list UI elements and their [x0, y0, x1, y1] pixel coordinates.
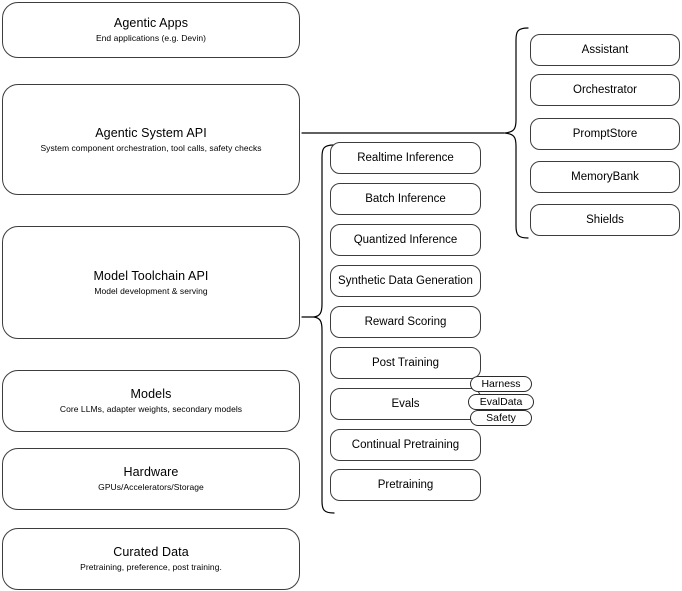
capability-label: Continual Pretraining — [351, 439, 460, 451]
eval-chip-evaldata[interactable]: EvalData — [468, 394, 534, 410]
layer-subtitle: End applications (e.g. Devin) — [95, 33, 207, 43]
component-box-assistant[interactable]: Assistant — [530, 34, 680, 66]
layer-subtitle: System component orchestration, tool cal… — [40, 142, 262, 153]
eval-chip-harness[interactable]: Harness — [470, 376, 532, 392]
capability-box-batch-inference[interactable]: Batch Inference — [330, 183, 481, 215]
capability-label: Post Training — [371, 357, 440, 369]
component-label: Shields — [586, 214, 624, 226]
capability-box-post-training[interactable]: Post Training — [330, 347, 481, 379]
layer-title: Hardware — [123, 465, 179, 479]
capability-label: Evals — [391, 398, 420, 410]
component-box-memorybank[interactable]: MemoryBank — [530, 161, 680, 193]
capability-box-synthetic-data-generation[interactable]: Synthetic Data Generation — [330, 265, 481, 297]
right-curly-brace — [504, 27, 529, 239]
capability-box-realtime-inference[interactable]: Realtime Inference — [330, 142, 481, 174]
layer-title: Curated Data — [113, 545, 189, 559]
component-box-shields[interactable]: Shields — [530, 204, 680, 236]
capability-label: Quantized Inference — [353, 234, 458, 246]
capability-box-continual-pretraining[interactable]: Continual Pretraining — [330, 429, 481, 461]
component-box-promptstore[interactable]: PromptStore — [530, 118, 680, 150]
capability-box-quantized-inference[interactable]: Quantized Inference — [330, 224, 481, 256]
layer-title: Model Toolchain API — [93, 268, 209, 283]
capability-label: Reward Scoring — [364, 316, 447, 328]
component-label: MemoryBank — [571, 171, 639, 183]
component-label: Orchestrator — [573, 84, 637, 96]
layer-subtitle: Core LLMs, adapter weights, secondary mo… — [59, 404, 243, 414]
connector-system-api-to-components — [300, 20, 532, 250]
component-label: Assistant — [581, 44, 629, 56]
layer-title: Agentic Apps — [113, 16, 189, 30]
component-box-orchestrator[interactable]: Orchestrator — [530, 74, 680, 106]
capability-label: Batch Inference — [365, 193, 446, 205]
layer-title: Models — [130, 387, 172, 401]
component-label: PromptStore — [572, 128, 638, 140]
layer-box-hardware[interactable]: Hardware GPUs/Accelerators/Storage — [2, 448, 300, 510]
layer-subtitle: GPUs/Accelerators/Storage — [98, 482, 204, 492]
layer-box-models[interactable]: Models Core LLMs, adapter weights, secon… — [2, 370, 300, 432]
capability-box-reward-scoring[interactable]: Reward Scoring — [330, 306, 481, 338]
layer-box-agentic-system-api[interactable]: Agentic System API System component orch… — [2, 84, 300, 195]
layer-subtitle: Model development & serving — [94, 285, 208, 296]
capability-box-evals[interactable]: Evals — [330, 388, 481, 420]
layer-box-model-toolchain-api[interactable]: Model Toolchain API Model development & … — [2, 226, 300, 339]
capability-label: Synthetic Data Generation — [338, 275, 473, 287]
layer-box-curated-data[interactable]: Curated Data Pretraining, preference, po… — [2, 528, 300, 590]
layer-subtitle: Pretraining, preference, post training. — [80, 562, 222, 572]
capability-box-pretraining[interactable]: Pretraining — [330, 469, 481, 501]
capability-label: Realtime Inference — [357, 152, 454, 164]
capability-label: Pretraining — [377, 479, 434, 491]
layer-title: Agentic System API — [95, 125, 207, 140]
eval-chip-safety[interactable]: Safety — [470, 410, 532, 426]
layer-box-agentic-apps[interactable]: Agentic Apps End applications (e.g. Devi… — [2, 2, 300, 58]
